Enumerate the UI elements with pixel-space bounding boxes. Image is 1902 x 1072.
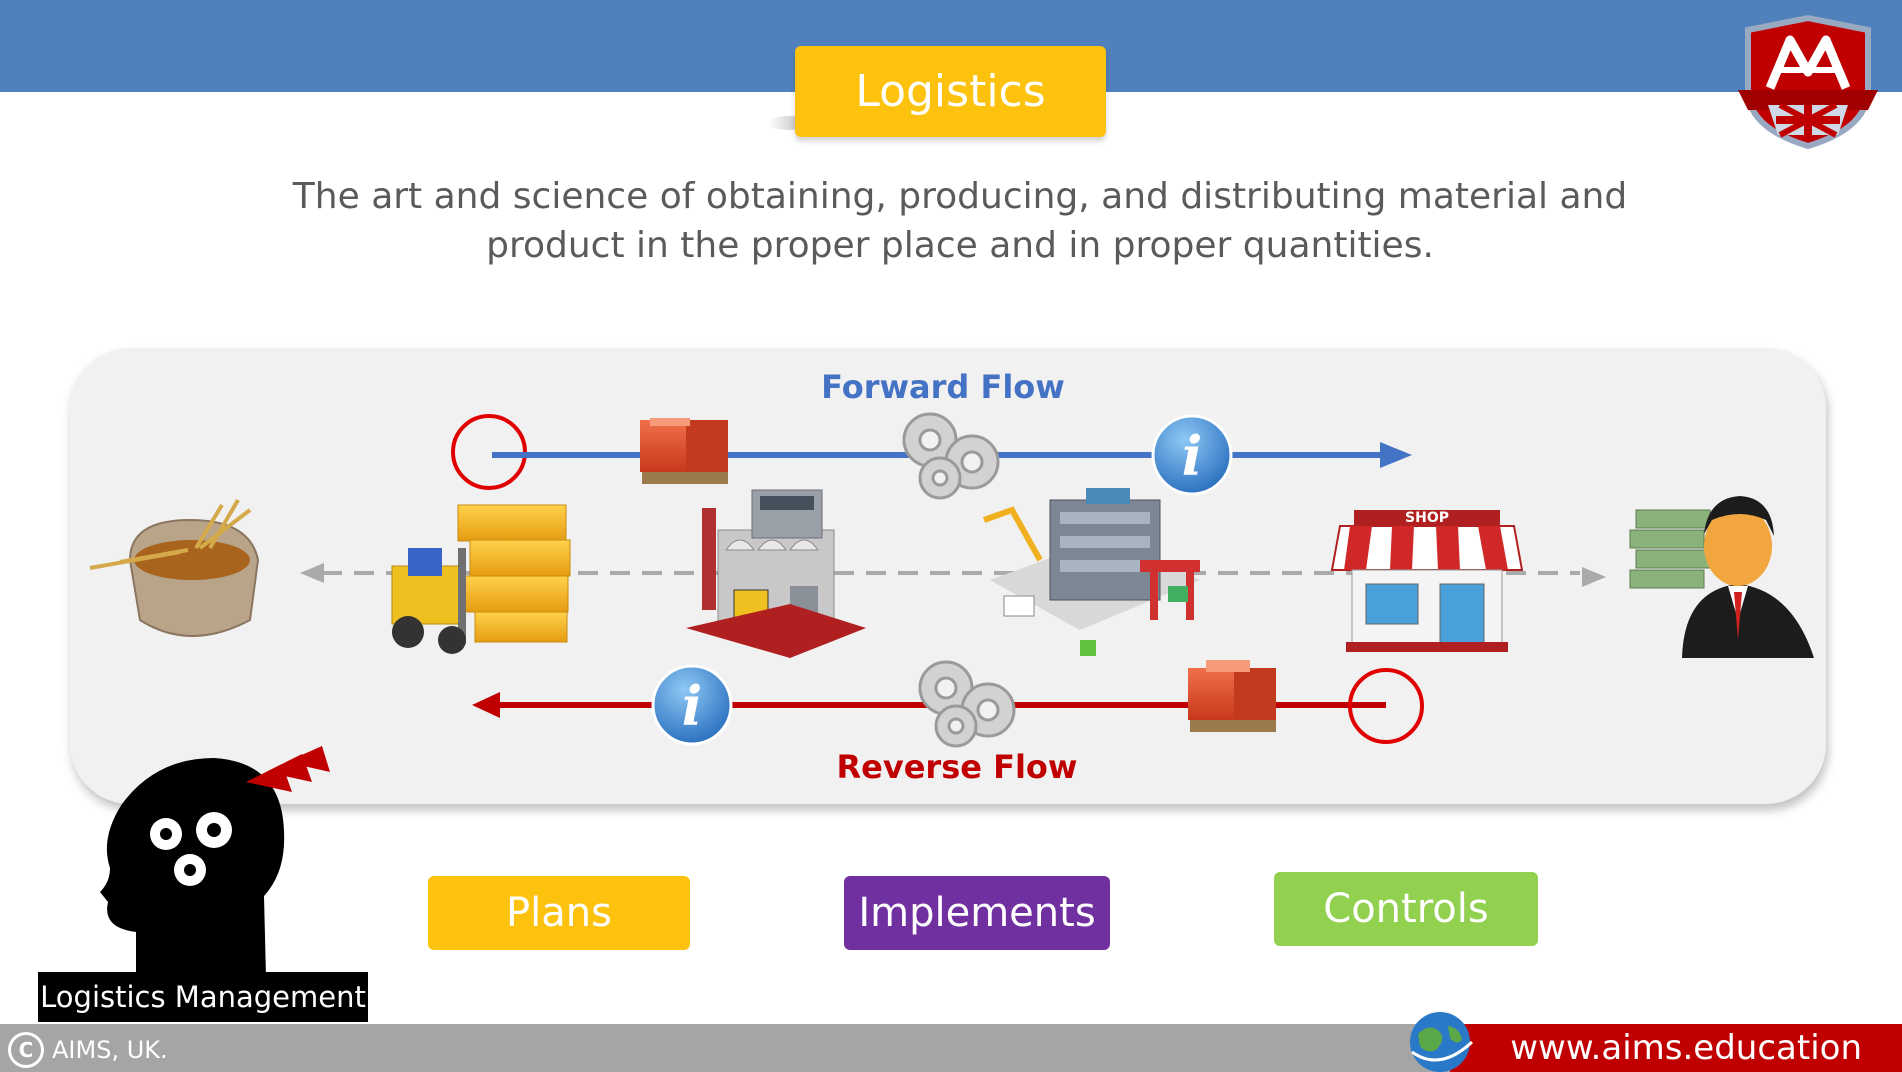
- dashed-arrow-left: [300, 563, 324, 583]
- reverse-arrow-head: [472, 692, 500, 718]
- dashed-arrow-right: [1582, 567, 1606, 587]
- forklift-icon: [391, 504, 571, 654]
- definition-text: The art and science of obtaining, produc…: [250, 172, 1670, 270]
- copyright-text: AIMS, UK.: [52, 1036, 168, 1064]
- reverse-start-circle: [1348, 668, 1424, 744]
- warehouse-icon: [982, 488, 1200, 656]
- info-glyph-forward: i: [1182, 424, 1203, 488]
- copyright-icon: C: [8, 1032, 44, 1068]
- customer-with-money-icon: [1629, 496, 1814, 658]
- reverse-flow-label: Reverse Flow: [837, 748, 1078, 786]
- info-icon-reverse: i: [651, 664, 733, 746]
- gears-forward: [902, 412, 1000, 500]
- grain-sack-icon: [89, 498, 260, 637]
- factory-icon: [686, 489, 866, 658]
- definition-line-1: The art and science of obtaining, produc…: [292, 176, 1628, 217]
- gears-reverse: [918, 660, 1016, 748]
- pallet-boxes-reverse: [1188, 660, 1276, 732]
- copyright: C AIMS, UK.: [8, 1028, 168, 1072]
- globe-icon: [1410, 1012, 1474, 1072]
- slide-title: Logistics: [795, 46, 1106, 137]
- pallet-boxes-forward: [640, 418, 728, 484]
- info-glyph-reverse: i: [682, 674, 703, 738]
- website-url[interactable]: www.aims.education: [1450, 1024, 1902, 1072]
- definition-line-2: product in the proper place and in prope…: [486, 225, 1434, 266]
- aims-logo: [1738, 14, 1878, 150]
- shop-sign-text: SHOP: [1405, 510, 1449, 526]
- plans-box: Plans: [428, 876, 690, 950]
- controls-box: Controls: [1274, 872, 1538, 946]
- shop-icon: SHOP: [1330, 510, 1524, 652]
- logistics-management-label: Logistics Management: [38, 972, 368, 1022]
- info-icon-forward: i: [1151, 414, 1233, 496]
- thinking-head-icon: [100, 746, 330, 977]
- forward-flow-label: Forward Flow: [821, 368, 1065, 406]
- forward-arrow-head: [1380, 442, 1412, 468]
- implements-box: Implements: [844, 876, 1110, 950]
